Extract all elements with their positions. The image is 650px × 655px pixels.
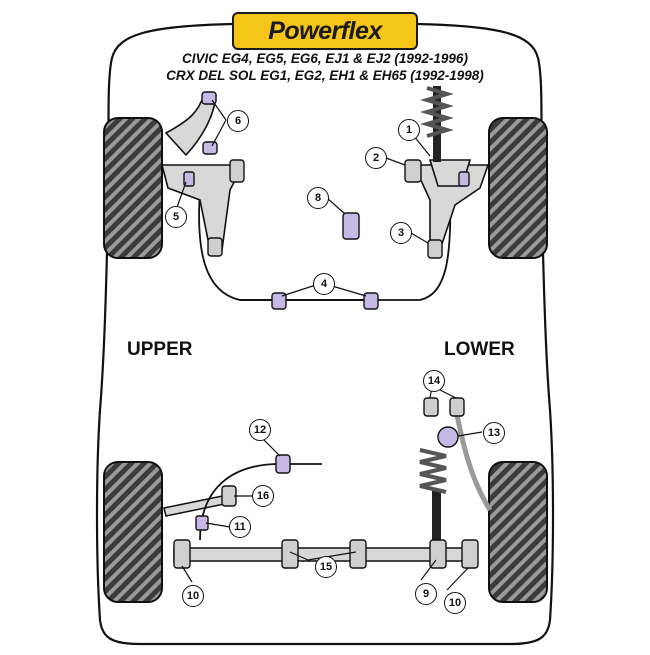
leader-lines — [175, 99, 483, 591]
callout-8: 8 — [307, 187, 329, 209]
metal-bushing — [173, 159, 479, 569]
callout-4: 4 — [313, 273, 335, 295]
spring-icon — [420, 86, 454, 162]
lower-arm — [412, 159, 490, 251]
callout-16: 16 — [252, 485, 274, 507]
callout-6: 6 — [227, 110, 249, 132]
callout-10: 10 — [444, 592, 466, 614]
callout-5: 5 — [165, 206, 187, 228]
lower-label: LOWER — [444, 339, 515, 360]
callout-3: 3 — [390, 222, 412, 244]
callout-14: 14 — [423, 370, 445, 392]
model-line-2: CRX DEL SOL EG1, EG2, EH1 & EH65 (1992-1… — [166, 68, 484, 83]
powerflex-logo: Powerflex — [232, 12, 418, 50]
bushing-icon — [183, 91, 470, 531]
callout-13: 13 — [483, 422, 505, 444]
callout-10: 10 — [182, 585, 204, 607]
callout-12: 12 — [249, 419, 271, 441]
spring-icon — [419, 448, 447, 546]
rear-anti-roll-bar — [453, 409, 493, 512]
tyre-icon — [103, 117, 548, 603]
callout-15: 15 — [315, 556, 337, 578]
callout-9: 9 — [415, 583, 437, 605]
upper-arm — [160, 94, 245, 251]
callout-2: 2 — [365, 147, 387, 169]
callout-11: 11 — [229, 516, 251, 538]
callout-1: 1 — [398, 119, 420, 141]
upper-label: UPPER — [127, 339, 193, 360]
model-line-1: CIVIC EG4, EG5, EG6, EJ1 & EJ2 (1992-199… — [182, 51, 468, 66]
